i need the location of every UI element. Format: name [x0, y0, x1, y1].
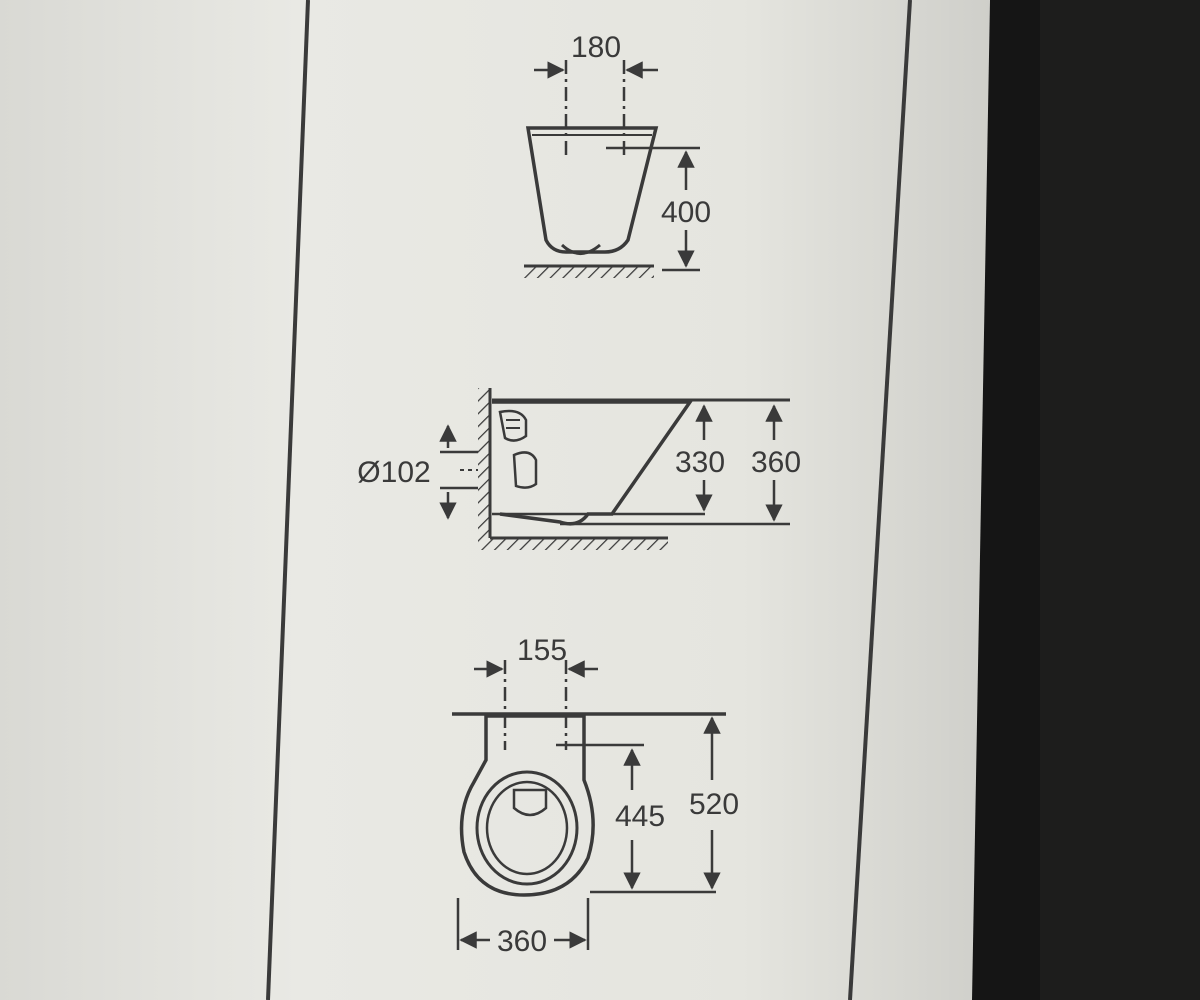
top-seat-outer: [475, 770, 579, 886]
top-flush-outlet: [512, 788, 548, 817]
background-object: [1040, 0, 1200, 1000]
top-width-label: 360: [497, 925, 547, 958]
front-bowl-outline: [525, 126, 659, 254]
top-view: [452, 660, 726, 950]
top-fixing-depth-label: 445: [615, 800, 665, 833]
paper-sheet: [0, 0, 990, 1000]
front-fixing-height-label: 400: [661, 196, 711, 229]
front-view: [524, 60, 700, 278]
side-total-height-label: 360: [751, 446, 801, 479]
top-bowl-outline: [459, 714, 595, 897]
side-wall-hatch: [478, 388, 490, 538]
side-view: [439, 388, 790, 550]
front-floor-hatch: [524, 266, 654, 278]
top-fixing-spacing-label: 155: [517, 634, 567, 667]
frame-right-border: [848, 0, 912, 1000]
side-bowl-height-label: 330: [675, 446, 725, 479]
top-seat-inner: [485, 780, 569, 876]
side-floor-hatch: [478, 538, 668, 550]
side-drain-diameter-label: Ø102: [357, 456, 430, 489]
top-total-depth-label: 520: [689, 788, 739, 821]
front-fixing-spacing-label: 180: [571, 31, 621, 64]
frame-left-border: [266, 0, 310, 1000]
